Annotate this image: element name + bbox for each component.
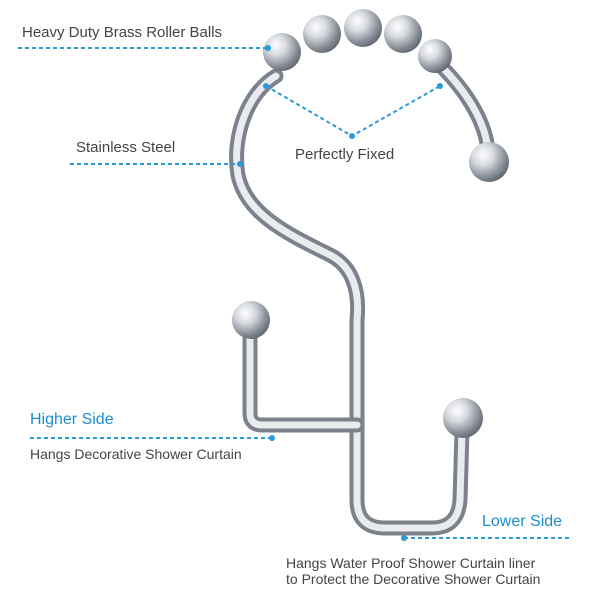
roller-ball: [263, 33, 301, 71]
leader-fixed: [265, 85, 441, 138]
higher-side-description: Hangs Decorative Shower Curtain: [30, 446, 242, 462]
higher-side-end-ball: [232, 301, 270, 339]
leader-dots: [237, 45, 443, 541]
roller-ball: [418, 39, 452, 73]
roller-balls-label: Heavy Duty Brass Roller Balls: [22, 24, 223, 41]
lower-side-description-line-1: Hangs Water Proof Shower Curtain liner: [286, 555, 536, 571]
hook-end-ball: [469, 142, 509, 182]
roller-ball: [303, 15, 341, 53]
lower-side-description-line-2: to Protect the Decorative Shower Curtain: [286, 571, 541, 587]
leader-lines: [18, 47, 572, 539]
higher-side-label: Higher Side: [30, 411, 114, 428]
stainless-label: Stainless Steel: [76, 139, 176, 156]
roller-balls: [263, 9, 452, 73]
roller-ball: [344, 9, 382, 47]
lower-side-label: Lower Side: [482, 513, 563, 530]
hook-rod: [229, 57, 496, 536]
lower-side-description: Hangs Water Proof Shower Curtain liner t…: [286, 555, 540, 587]
perfectly-fixed-label: Perfectly Fixed: [295, 146, 395, 163]
roller-ball: [384, 15, 422, 53]
lower-side-end-ball: [443, 398, 483, 438]
